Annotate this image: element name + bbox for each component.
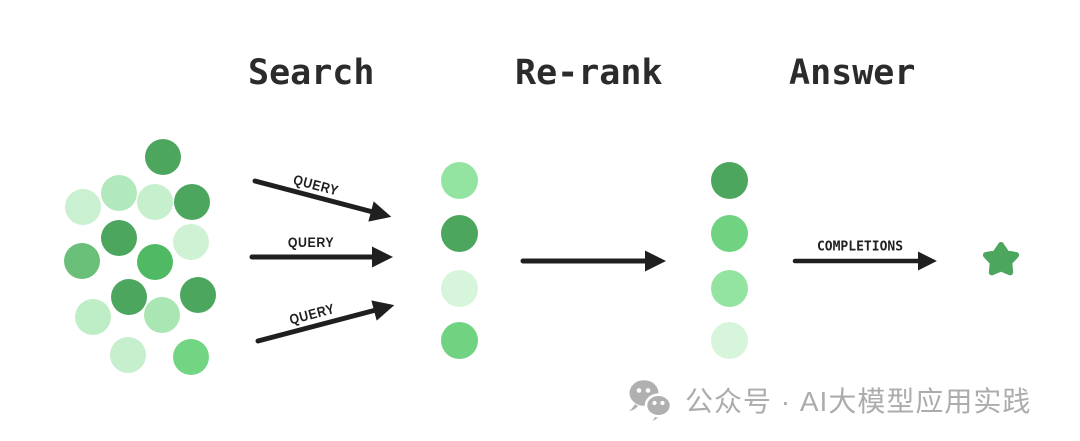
dot [710, 214, 748, 252]
dot [101, 220, 137, 256]
star-shape [982, 242, 1020, 276]
dot [440, 321, 478, 359]
dot [710, 161, 748, 199]
dot [173, 224, 209, 260]
dot [440, 161, 478, 199]
dot [101, 175, 137, 211]
completions-label: COMPLETIONS [816, 239, 904, 255]
watermark: 公众号 · AI大模型应用实践 [627, 377, 1031, 422]
query-label-top: QUERY [291, 171, 341, 199]
dot [710, 269, 748, 307]
query-label-middle: QUERY [287, 233, 335, 251]
dot [144, 297, 180, 333]
dot [137, 244, 173, 280]
stage-title-search: Search [248, 53, 375, 93]
dot [180, 277, 216, 313]
dot [110, 337, 146, 373]
dot [65, 189, 101, 225]
query-label-bottom: QUERY [287, 300, 337, 328]
dot [75, 299, 111, 335]
dot [137, 184, 173, 220]
dot [440, 269, 478, 307]
dot [710, 321, 748, 359]
dot [440, 214, 478, 252]
dot [173, 339, 209, 375]
dot [64, 243, 100, 279]
stage-title-rerank: Re-rank [515, 53, 663, 93]
dot [111, 279, 147, 315]
answer-star-icon [979, 241, 1023, 287]
wechat-icon [629, 380, 673, 421]
watermark-text: 公众号 · AI大模型应用实践 [685, 385, 1032, 417]
dot [174, 184, 210, 220]
dot [145, 139, 181, 175]
stage-title-answer: Answer [789, 53, 916, 93]
